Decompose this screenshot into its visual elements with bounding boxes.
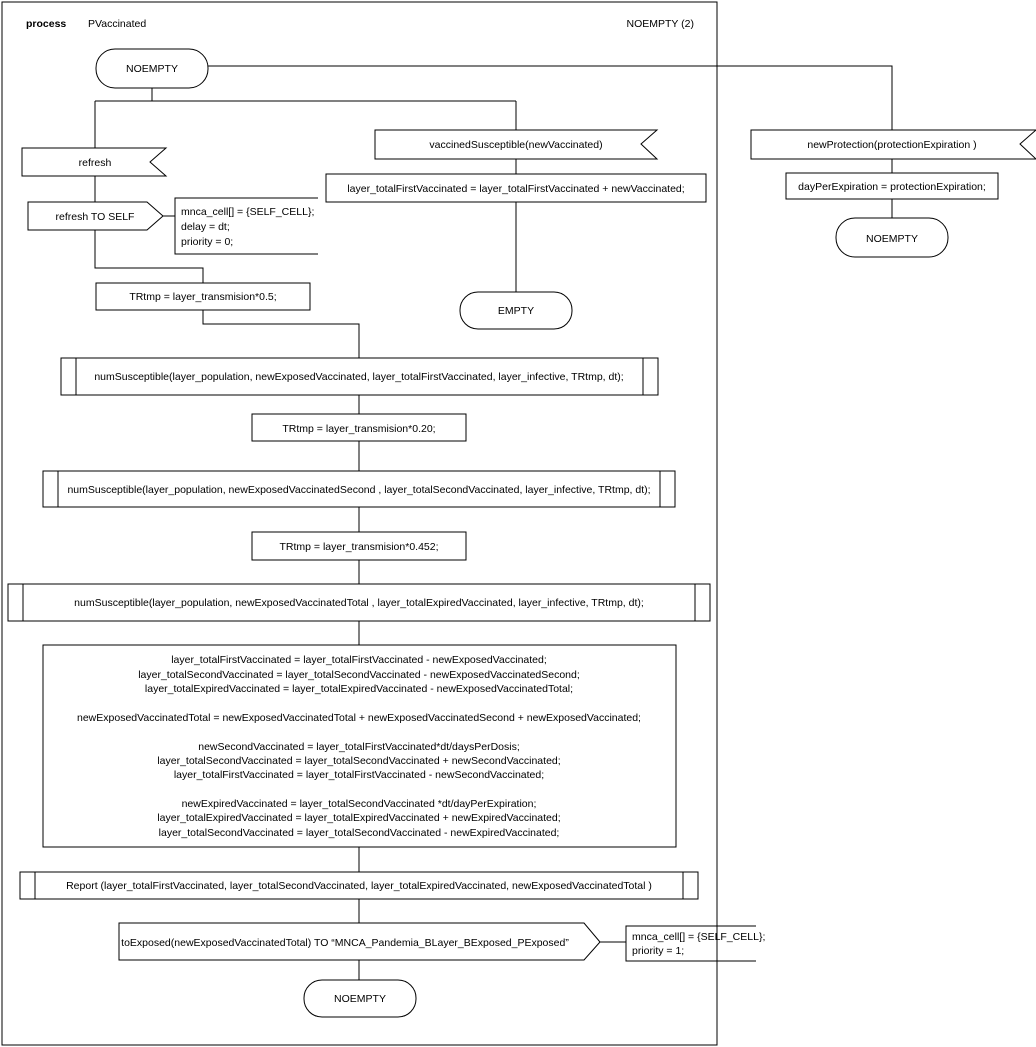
task-trtmp-3[interactable]: TRtmp = layer_transmision*0.452; [251,531,467,561]
input-refresh[interactable]: refresh [21,147,168,177]
task-day-per-expiration[interactable]: dayPerExpiration = protectionExpiration; [785,172,999,200]
flow-line [208,65,893,130]
input-vaccined-susceptible-label: vaccinedSusceptible(newVaccinated) [429,139,602,151]
comment-line: delay = dt; [181,221,230,233]
procedure-num-susceptible-3-label: numSusceptible(layer_population, newExpo… [74,597,644,609]
process-frame [1,1,718,1046]
task-day-per-expiration-label: dayPerExpiration = protectionExpiration; [798,181,986,193]
procedure-num-susceptible-3[interactable]: numSusceptible(layer_population, newExpo… [7,583,711,622]
procedure-num-susceptible-2-label: numSusceptible(layer_population, newExpo… [67,484,650,496]
state-start[interactable]: NOEMPTY [95,48,209,89]
task-line: layer_totalExpiredVaccinated = layer_tot… [157,812,560,824]
input-new-protection-label: newProtection(protectionExpiration ) [807,139,976,151]
task-trtmp-1[interactable]: TRtmp = layer_transmision*0.5; [95,282,311,311]
task-line: layer_totalSecondVaccinated = layer_tota… [159,827,560,839]
task-line: layer_totalFirstVaccinated = layer_total… [174,769,544,781]
procedure-report[interactable]: Report (layer_totalFirstVaccinated, laye… [19,871,699,900]
comment-refresh-self: mnca_cell[] = {SELF_CELL}; delay = dt; p… [174,197,318,255]
state-bottom-end[interactable]: NOEMPTY [303,979,417,1018]
task-line: layer_totalExpiredVaccinated = layer_tot… [145,683,573,695]
procedure-num-susceptible-1[interactable]: numSusceptible(layer_population, newExpo… [60,357,659,396]
output-to-exposed-label: toExposed(newExposedVaccinatedTotal) TO … [121,937,569,949]
input-new-protection[interactable]: newProtection(protectionExpiration ) [750,129,1036,160]
process-keyword: process [26,18,66,30]
state-right-end-label: NOEMPTY [866,233,918,245]
procedure-num-susceptible-2[interactable]: numSusceptible(layer_population, newExpo… [42,470,676,508]
comment-line: mnca_cell[] = {SELF_CELL}; [181,206,314,218]
task-line: layer_totalSecondVaccinated = layer_tota… [138,669,580,681]
input-refresh-label: refresh [79,157,112,169]
task-big-block[interactable]: layer_totalFirstVaccinated = layer_total… [42,644,677,848]
task-trtmp-2[interactable]: TRtmp = layer_transmision*0.20; [251,413,467,442]
task-trtmp-2-label: TRtmp = layer_transmision*0.20; [282,423,435,435]
task-first-vaccinated[interactable]: layer_totalFirstVaccinated = layer_total… [325,173,707,203]
comment-to-exposed: mnca_cell[] = {SELF_CELL}; priority = 1; [625,925,765,962]
page-reference: NOEMPTY (2) [627,18,694,30]
comment-line: priority = 1; [632,945,684,957]
task-line: layer_totalSecondVaccinated = layer_tota… [157,755,560,767]
comment-line: priority = 0; [181,236,233,248]
task-line: newSecondVaccinated = layer_totalFirstVa… [198,741,520,753]
state-empty[interactable]: EMPTY [459,291,573,330]
output-to-exposed[interactable]: toExposed(newExposedVaccinatedTotal) TO … [118,922,601,961]
procedure-report-label: Report (layer_totalFirstVaccinated, laye… [66,880,652,892]
process-name: PVaccinated [88,18,146,30]
task-line: newExpiredVaccinated = layer_totalSecond… [182,798,537,810]
flow-line [94,230,204,283]
flow-lines [94,65,893,980]
input-vaccined-susceptible[interactable]: vaccinedSusceptible(newVaccinated) [374,129,659,160]
state-right-end[interactable]: NOEMPTY [835,217,949,258]
output-refresh-to-self-label: refresh TO SELF [56,211,135,223]
state-start-label: NOEMPTY [126,63,178,75]
output-refresh-to-self[interactable]: refresh TO SELF [27,201,164,231]
task-line: newExposedVaccinatedTotal = newExposedVa… [77,712,641,724]
procedure-num-susceptible-1-label: numSusceptible(layer_population, newExpo… [94,371,623,383]
task-trtmp-3-label: TRtmp = layer_transmision*0.452; [279,541,438,553]
flow-line [202,310,360,358]
task-trtmp-1-label: TRtmp = layer_transmision*0.5; [129,291,276,303]
task-first-vaccinated-label: layer_totalFirstVaccinated = layer_total… [347,183,684,195]
task-line: layer_totalFirstVaccinated = layer_total… [171,654,547,666]
comment-line: mnca_cell[] = {SELF_CELL}; [632,931,765,943]
state-bottom-end-label: NOEMPTY [334,993,386,1005]
state-empty-label: EMPTY [498,305,534,317]
